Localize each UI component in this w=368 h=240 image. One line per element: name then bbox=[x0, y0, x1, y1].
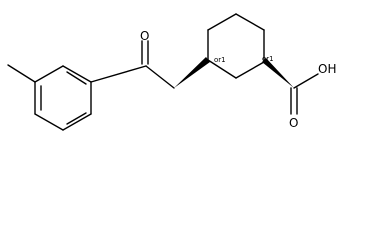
ring-bond bbox=[235, 61, 265, 79]
stereo-label-right: or1 bbox=[262, 55, 274, 63]
cyclohexane-ring bbox=[207, 13, 265, 79]
ring-bond bbox=[34, 65, 64, 83]
ketone-oxygen-label: O bbox=[140, 29, 149, 43]
ring-bond bbox=[34, 113, 64, 131]
benzene-ring bbox=[34, 65, 92, 131]
ring-bond bbox=[62, 113, 92, 131]
ring-bond bbox=[207, 59, 237, 79]
molecule-structure: O OH O or1 or1 bbox=[7, 13, 336, 131]
bond-methyl bbox=[7, 64, 36, 83]
ring-double-bond bbox=[66, 112, 87, 125]
bond-carboxyl-oh bbox=[293, 73, 319, 89]
bond-carbonyl-ch2 bbox=[145, 65, 175, 89]
molecule-canvas: O OH O or1 or1 bbox=[7, 13, 336, 131]
ring-bond bbox=[235, 13, 265, 31]
hydroxyl-label: OH bbox=[318, 62, 336, 76]
stereo-wedge-bond bbox=[262, 58, 294, 88]
stereo-wedge-bond bbox=[174, 57, 210, 88]
ring-bond bbox=[62, 65, 92, 83]
carbonyl-oxygen-label: O bbox=[289, 116, 298, 130]
stereo-label-left: or1 bbox=[214, 56, 226, 64]
ring-bond bbox=[207, 13, 237, 31]
ring-double-bond bbox=[66, 71, 87, 85]
bond-aryl-carbonyl bbox=[90, 65, 147, 83]
